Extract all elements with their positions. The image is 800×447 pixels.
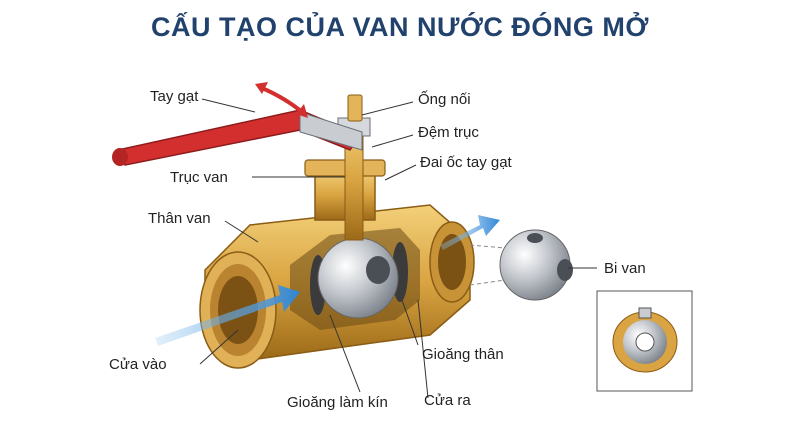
label-gioang-than: Gioăng thân (422, 346, 504, 363)
flow-arrow-in (155, 285, 300, 346)
rotation-arrow (255, 82, 308, 118)
label-ong-noi: Ống nối (418, 90, 471, 108)
label-truc-van: Trục van (170, 169, 228, 186)
label-cua-ra: Cửa ra (424, 392, 471, 409)
valve-ball (317, 237, 399, 319)
diagram-title: CẤU TẠO CỦA VAN NƯỚC ĐÓNG MỞ (151, 12, 649, 42)
label-dem-truc: Đệm trục (418, 124, 479, 141)
label-gioang-lam-kin: Gioăng làm kín (287, 394, 388, 411)
label-bi-van: Bi van (604, 260, 646, 277)
leader-lines (199, 98, 597, 399)
label-tay-gat: Tay gạt (150, 88, 199, 105)
label-than-van: Thân van (148, 210, 211, 227)
separate-ball (469, 229, 573, 301)
inset-ball-view (596, 290, 693, 392)
label-cua-vao: Cửa vào (109, 356, 167, 373)
valve-handle (112, 109, 363, 166)
label-dai-oc-tay-gat: Đai ốc tay gạt (420, 154, 513, 171)
flow-arrow-out (440, 215, 500, 250)
